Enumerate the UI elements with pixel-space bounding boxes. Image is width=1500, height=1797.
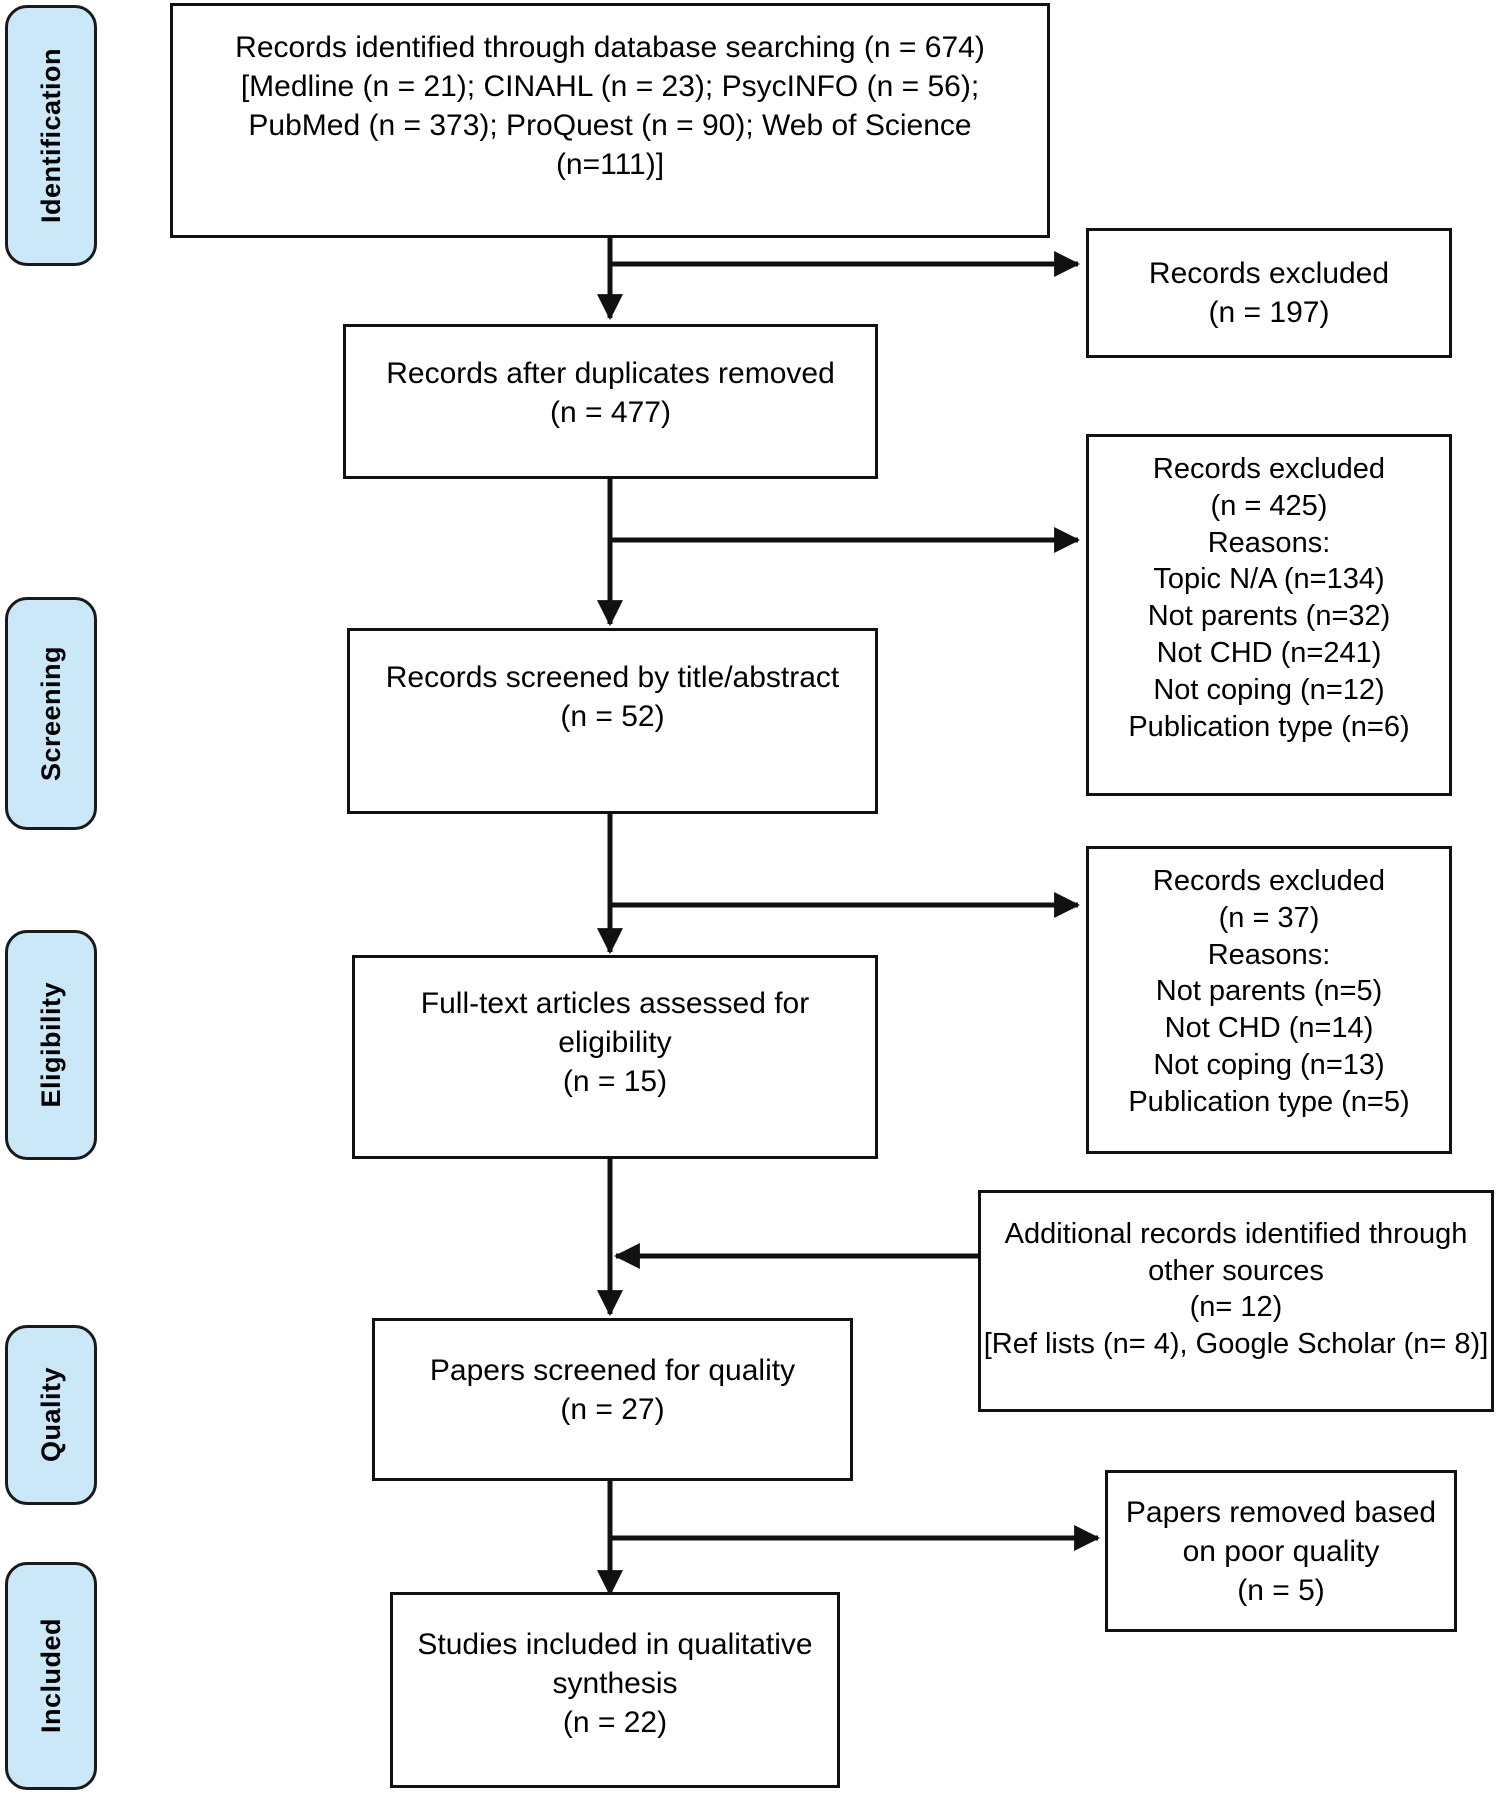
node-records-excluded-37-line1: Records excluded	[1152, 865, 1386, 897]
node-fulltext-assessed-line3: (n = 15)	[562, 1065, 668, 1098]
node-studies-included-line3: (n = 22)	[562, 1706, 668, 1739]
node-additional-records-line2: other sources	[1148, 1254, 1324, 1287]
node-records-after-duplicates-line1: Records after duplicates removed	[386, 357, 835, 390]
node-records-excluded-425-line3: Reasons:	[1207, 526, 1331, 559]
stage-label-included-text: Included	[35, 1618, 66, 1734]
node-records-identified-line3: PubMed (n = 373); ProQuest (n = 90); Web…	[248, 109, 972, 142]
stage-label-included: Included	[5, 1562, 97, 1790]
node-fulltext-assessed-line2: eligibility	[558, 1026, 672, 1059]
node-records-excluded-37-line7: Publication type (n=5)	[1128, 1085, 1410, 1118]
node-records-excluded-37-line5: Not CHD (n=14)	[1164, 1012, 1374, 1045]
node-papers-screened-quality-line2: (n = 27)	[560, 1393, 665, 1426]
node-records-excluded-425-line5: Not parents (n=32)	[1147, 600, 1391, 633]
node-records-excluded-37-line2: (n = 37)	[1218, 901, 1320, 934]
node-records-excluded-197-line1: Records excluded	[1148, 257, 1390, 290]
node-records-excluded-37: Records excluded (n = 37) Reasons: Not p…	[1086, 846, 1452, 1154]
node-records-after-duplicates: Records after duplicates removed (n = 47…	[343, 324, 878, 479]
stage-label-quality-text: Quality	[35, 1367, 66, 1463]
node-additional-records: Additional records identified through ot…	[978, 1190, 1494, 1412]
node-fulltext-assessed: Full-text articles assessed for eligibil…	[352, 955, 878, 1159]
node-records-excluded-197-line2: (n = 197)	[1208, 296, 1330, 329]
node-records-screened-line2: (n = 52)	[560, 700, 665, 733]
stage-label-identification-text: Identification	[35, 48, 66, 223]
node-records-screened-line1: Records screened by title/abstract	[385, 661, 840, 694]
stage-label-identification: Identification	[5, 5, 97, 266]
stage-label-quality: Quality	[5, 1325, 97, 1505]
node-additional-records-line3: (n= 12)	[1189, 1291, 1283, 1324]
stage-label-eligibility-text: Eligibility	[35, 982, 66, 1108]
stage-label-screening: Screening	[5, 597, 97, 830]
node-papers-screened-quality-line1: Papers screened for quality	[429, 1354, 796, 1387]
node-studies-included: Studies included in qualitative synthesi…	[390, 1592, 840, 1788]
node-records-excluded-37-line3: Reasons:	[1207, 938, 1331, 971]
node-records-excluded-425-line8: Publication type (n=6)	[1128, 710, 1410, 743]
node-records-identified-line2: [Medline (n = 21); CINAHL (n = 23); Psyc…	[240, 70, 980, 103]
node-papers-removed-line3: (n = 5)	[1237, 1574, 1325, 1607]
node-papers-removed-line2: on poor quality	[1182, 1535, 1380, 1568]
node-records-identified-line4: (n=111)]	[555, 148, 665, 181]
node-additional-records-line1: Additional records identified through	[1004, 1218, 1468, 1250]
node-additional-records-line4: [Ref lists (n= 4), Google Scholar (n= 8)…	[983, 1327, 1489, 1360]
stage-label-screening-text: Screening	[35, 645, 66, 782]
node-papers-removed-line1: Papers removed based	[1125, 1496, 1437, 1529]
stage-label-eligibility: Eligibility	[5, 930, 97, 1160]
node-records-screened-title-abstract: Records screened by title/abstract (n = …	[347, 628, 878, 814]
node-fulltext-assessed-line1: Full-text articles assessed for	[420, 987, 810, 1020]
node-records-excluded-37-line4: Not parents (n=5)	[1155, 975, 1383, 1008]
node-records-identified: Records identified through database sear…	[170, 3, 1050, 238]
node-records-excluded-425-line6: Not CHD (n=241)	[1156, 637, 1382, 670]
node-records-excluded-425-line4: Topic N/A (n=134)	[1153, 563, 1385, 596]
node-records-identified-line1: Records identified through database sear…	[235, 31, 985, 64]
node-records-excluded-425-line1: Records excluded	[1152, 453, 1386, 485]
node-studies-included-line1: Studies included in qualitative	[417, 1628, 813, 1661]
node-records-excluded-425-line7: Not coping (n=12)	[1153, 673, 1385, 706]
node-records-excluded-425-line2: (n = 425)	[1210, 489, 1328, 522]
node-records-after-duplicates-line2: (n = 477)	[550, 396, 671, 429]
node-studies-included-line2: synthesis	[552, 1667, 678, 1700]
node-records-excluded-425: Records excluded (n = 425) Reasons: Topi…	[1086, 434, 1452, 796]
node-records-excluded-37-line6: Not coping (n=13)	[1153, 1049, 1385, 1082]
node-records-excluded-197: Records excluded (n = 197)	[1086, 228, 1452, 358]
node-papers-removed-poor-quality: Papers removed based on poor quality (n …	[1105, 1470, 1457, 1632]
node-papers-screened-quality: Papers screened for quality (n = 27)	[372, 1318, 853, 1481]
